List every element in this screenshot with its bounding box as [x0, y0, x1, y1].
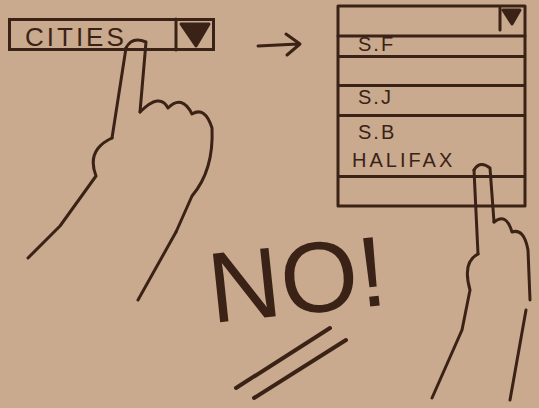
- dropdown-option: S.B: [338, 87, 525, 117]
- option-text: S.J: [358, 86, 393, 109]
- option-text: HALIFAX: [352, 149, 455, 172]
- left-hand-finger: [112, 48, 126, 138]
- right-hand-wrist: [432, 254, 478, 398]
- dropdown-option: S.F: [338, 36, 525, 58]
- right-hand-finger: [474, 170, 478, 254]
- dropdown-panel: [338, 6, 525, 206]
- right-hand-wrist: [510, 310, 526, 400]
- transition-arrow: [258, 34, 300, 55]
- dropdown-triangle: [503, 10, 520, 24]
- dropdown-option: S.J: [338, 58, 525, 87]
- option-text: S.F: [358, 33, 395, 56]
- left-hand-knuckles: [140, 101, 212, 232]
- dropdown-option: HALIFAX: [338, 117, 525, 178]
- divider-line: [499, 8, 502, 30]
- option-text: CITIES: [25, 22, 127, 53]
- dropdown-triangle: [181, 24, 209, 46]
- right-hand-knuckles: [494, 219, 530, 300]
- left-hand-wrist: [138, 232, 176, 300]
- option-text: S.B: [358, 121, 396, 144]
- left-hand-wrist: [28, 138, 112, 258]
- divider-line: [175, 19, 178, 50]
- dropdown-box: CITIES: [8, 18, 215, 51]
- exclamation-note: NO!: [202, 213, 391, 346]
